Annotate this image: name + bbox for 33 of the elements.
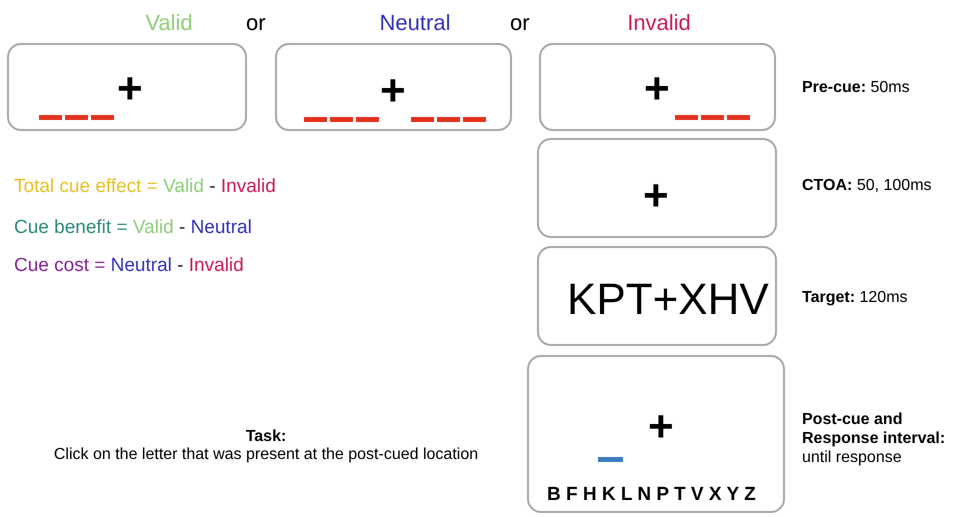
condition-term: Valid	[132, 217, 174, 238]
condition-term: Valid	[163, 176, 204, 197]
condition-term: Neutral	[190, 217, 252, 238]
condition-term: Invalid	[220, 176, 276, 197]
minus-sign: -	[177, 255, 184, 276]
fixation-cross: +	[117, 67, 143, 111]
formula-term: Total cue effect =	[14, 176, 158, 197]
display-frame	[537, 246, 777, 346]
condition-heading: Valid	[144, 12, 194, 34]
timing-label: Pre-cue: 50ms	[802, 78, 911, 98]
timing-label: Target: 120ms	[802, 288, 909, 308]
or-label: or	[510, 12, 530, 34]
minus-sign: -	[209, 176, 216, 197]
condition-heading: Neutral	[378, 12, 452, 34]
condition-term: Invalid	[188, 255, 244, 276]
task-heading: Task:	[246, 428, 286, 446]
fixation-cross: +	[644, 67, 670, 111]
condition-heading: Invalid	[626, 12, 692, 34]
task-instruction: Click on the letter that was present at the post-cued location	[54, 446, 478, 463]
condition-term: Neutral	[110, 255, 172, 276]
fixation-cross: +	[380, 69, 406, 113]
formula-term: Cue benefit =	[14, 217, 128, 238]
fixation-cross: +	[648, 405, 674, 449]
target-letters: KPT+XHV	[567, 278, 769, 322]
response-letters: B F H K L N P T V X Y Z	[547, 485, 756, 504]
or-label: or	[246, 12, 266, 34]
fixation-cross: +	[643, 174, 669, 218]
timing-label: Post-cue and Response interval: until response	[802, 410, 946, 468]
formula-term: Cue cost =	[14, 255, 106, 276]
timing-label: CTOA: 50, 100ms	[802, 176, 933, 196]
display-frame	[537, 138, 777, 238]
minus-sign: -	[178, 217, 186, 238]
display-frame	[527, 355, 785, 513]
